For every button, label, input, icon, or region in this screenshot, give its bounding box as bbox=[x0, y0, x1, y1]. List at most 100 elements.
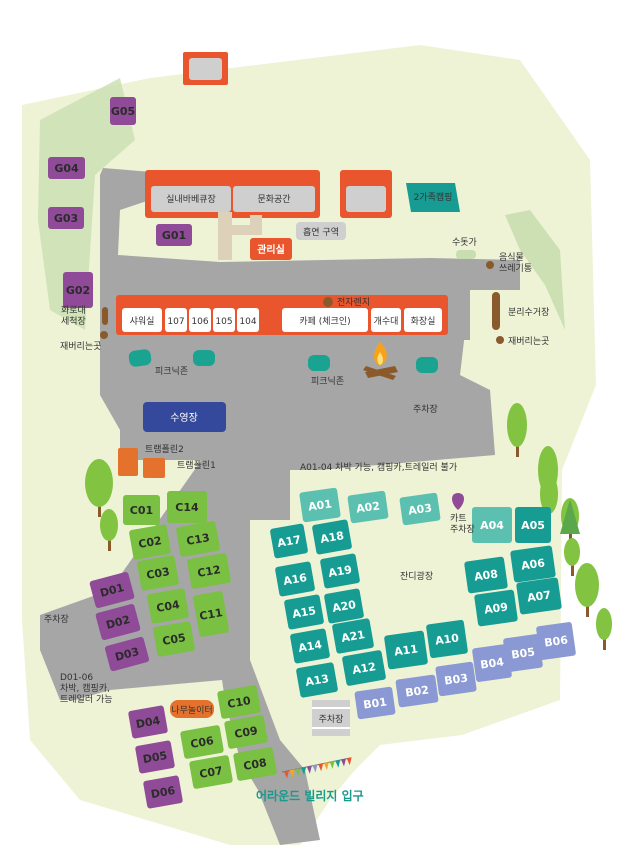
room[interactable]: 107 bbox=[165, 308, 187, 332]
site-a09[interactable]: A09 bbox=[474, 589, 518, 627]
site-pad bbox=[426, 619, 468, 659]
room-label: 화장실 bbox=[411, 316, 436, 327]
smoking-area[interactable] bbox=[296, 222, 346, 240]
site-c06[interactable]: C06 bbox=[180, 725, 224, 760]
bbq-room[interactable] bbox=[151, 186, 231, 212]
trampoline-1[interactable] bbox=[143, 458, 165, 478]
bunting-flag bbox=[346, 757, 352, 766]
site-b04[interactable]: B04 bbox=[472, 644, 512, 683]
site-c03[interactable]: C03 bbox=[137, 555, 180, 591]
site-c10[interactable]: C10 bbox=[217, 685, 261, 720]
small-parking[interactable] bbox=[312, 700, 350, 736]
site-d03[interactable]: D03 bbox=[104, 636, 150, 672]
site-d04[interactable]: D04 bbox=[128, 705, 168, 739]
site-label: C06 bbox=[189, 734, 215, 751]
site-c11[interactable]: C11 bbox=[193, 591, 230, 638]
trampoline1-label: 트램폴린1 bbox=[177, 459, 216, 471]
room[interactable]: 화장실 bbox=[404, 308, 442, 332]
site-d01[interactable]: D01 bbox=[89, 571, 135, 609]
site-g02[interactable]: G02 bbox=[63, 272, 93, 308]
site-pad bbox=[153, 621, 195, 657]
site-a04[interactable]: A04 bbox=[472, 507, 512, 543]
faucet[interactable] bbox=[456, 250, 476, 259]
room[interactable]: 개수대 bbox=[371, 308, 401, 332]
site-b02[interactable]: B02 bbox=[395, 674, 439, 708]
family-camping-site[interactable] bbox=[406, 183, 460, 212]
site-a14[interactable]: A14 bbox=[290, 628, 331, 664]
site-pad bbox=[384, 630, 428, 670]
site-a08[interactable]: A08 bbox=[464, 556, 508, 594]
site-c12[interactable]: C12 bbox=[187, 553, 232, 589]
site-a03[interactable]: A03 bbox=[399, 492, 441, 526]
site-a21[interactable]: A21 bbox=[332, 618, 375, 654]
recycling-bin[interactable] bbox=[492, 292, 500, 330]
site-a15[interactable]: A15 bbox=[284, 594, 325, 630]
site-g05[interactable]: G05 bbox=[110, 97, 136, 125]
site-d02[interactable]: D02 bbox=[95, 603, 141, 641]
site-pad bbox=[217, 685, 261, 719]
site-c01[interactable]: C01 bbox=[123, 495, 160, 525]
picnic-bench[interactable] bbox=[193, 350, 215, 366]
site-c09[interactable]: C09 bbox=[224, 715, 268, 750]
site-c08[interactable]: C08 bbox=[233, 747, 277, 782]
site-pad bbox=[395, 674, 439, 708]
site-d06[interactable]: D06 bbox=[143, 775, 183, 809]
treehouse[interactable] bbox=[170, 700, 214, 718]
site-c14[interactable]: C14 bbox=[167, 491, 207, 523]
site-a01[interactable]: A01 bbox=[299, 487, 341, 523]
entrance-label: 어라운드 빌리지 입구 bbox=[256, 788, 364, 803]
site-d05[interactable]: D05 bbox=[135, 740, 175, 774]
site-label: C14 bbox=[175, 501, 199, 514]
tree-icon bbox=[85, 459, 113, 517]
site-b06[interactable]: B06 bbox=[536, 622, 576, 661]
room[interactable]: 카페 (체크인) bbox=[282, 308, 368, 332]
site-pad bbox=[347, 490, 389, 524]
office-building[interactable] bbox=[250, 238, 292, 260]
trampoline-2[interactable] bbox=[118, 448, 138, 476]
site-a10[interactable]: A10 bbox=[426, 619, 468, 659]
site-a18[interactable]: A18 bbox=[312, 519, 353, 555]
site-pad bbox=[472, 644, 512, 682]
site-a12[interactable]: A12 bbox=[342, 650, 387, 686]
site-a19[interactable]: A19 bbox=[320, 553, 361, 589]
smoking-label: 흡연 구역 bbox=[303, 226, 339, 238]
picnic-bench[interactable] bbox=[416, 357, 438, 373]
grill-wash-marker[interactable] bbox=[102, 307, 108, 325]
site-b05[interactable]: B05 bbox=[503, 634, 543, 673]
site-c02[interactable]: C02 bbox=[129, 524, 172, 560]
site-c13[interactable]: C13 bbox=[176, 521, 221, 557]
room[interactable]: 104 bbox=[237, 308, 259, 332]
site-g01[interactable]: G01 bbox=[156, 224, 192, 246]
site-c07[interactable]: C07 bbox=[189, 755, 233, 790]
site-g04[interactable]: G04 bbox=[48, 157, 85, 179]
site-label: A09 bbox=[483, 600, 508, 616]
site-b03[interactable]: B03 bbox=[435, 661, 477, 697]
room[interactable]: 샤워실 bbox=[122, 308, 162, 332]
site-label: D06 bbox=[150, 784, 177, 801]
site-a16[interactable]: A16 bbox=[275, 561, 316, 597]
site-a02[interactable]: A02 bbox=[347, 490, 389, 524]
picnic-bench[interactable] bbox=[308, 355, 330, 371]
site-a07[interactable]: A07 bbox=[516, 577, 562, 615]
picnic-bench[interactable] bbox=[128, 349, 152, 368]
site-label: A11 bbox=[393, 642, 418, 658]
site-a20[interactable]: A20 bbox=[324, 588, 365, 624]
bunting-flag bbox=[335, 759, 341, 768]
site-a05[interactable]: A05 bbox=[515, 507, 551, 543]
site-b01[interactable]: B01 bbox=[354, 686, 396, 720]
room[interactable]: 106 bbox=[189, 308, 211, 332]
site-c05[interactable]: C05 bbox=[153, 621, 196, 657]
culture-room[interactable] bbox=[233, 186, 315, 212]
site-label: C01 bbox=[130, 504, 153, 517]
site-a06[interactable]: A06 bbox=[510, 545, 556, 583]
room[interactable]: 105 bbox=[213, 308, 235, 332]
site-a13[interactable]: A13 bbox=[296, 662, 339, 698]
site-a17[interactable]: A17 bbox=[270, 523, 309, 559]
site-pad bbox=[137, 555, 179, 591]
room-box bbox=[189, 308, 211, 332]
site-a11[interactable]: A11 bbox=[384, 630, 428, 670]
pool[interactable] bbox=[143, 402, 226, 432]
site-g03[interactable]: G03 bbox=[48, 207, 84, 229]
site-c04[interactable]: C04 bbox=[147, 588, 190, 624]
